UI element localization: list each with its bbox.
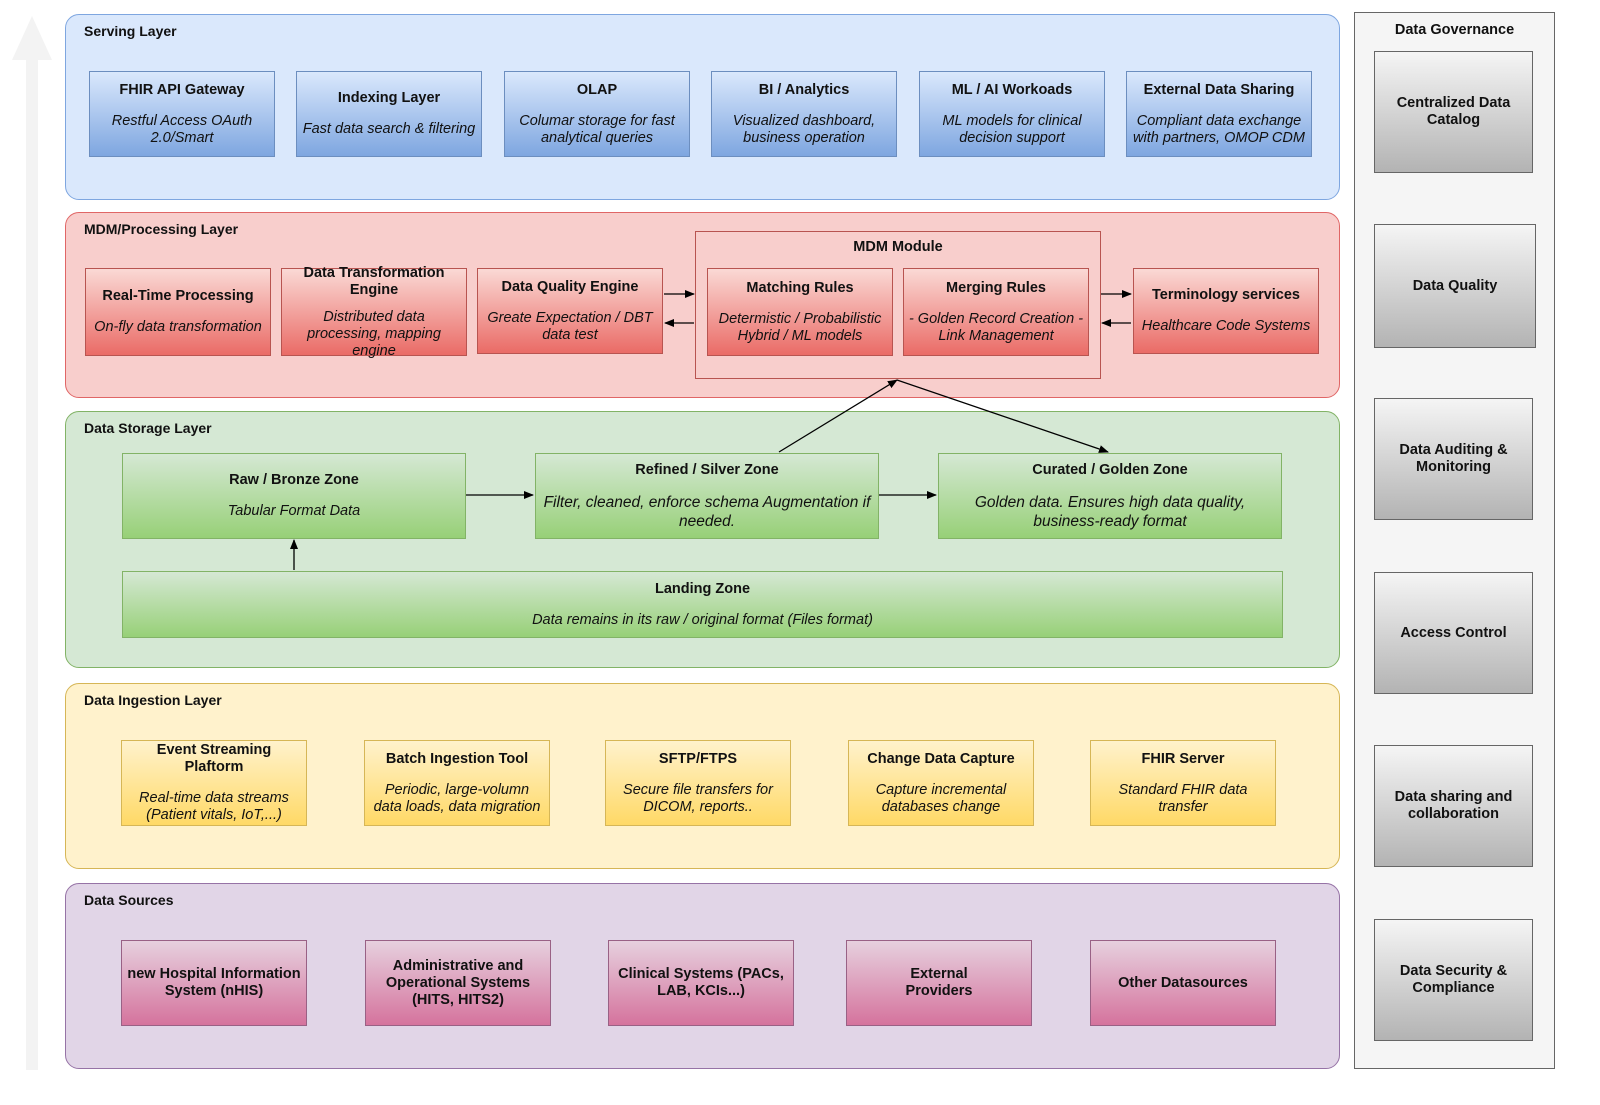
data-transformation-engine-box[interactable]: Data Transformation Engine Distributed d… (281, 264, 467, 359)
sftp-ftps-box[interactable]: SFTP/FTPS Secure file transfers for DICO… (605, 740, 791, 826)
matching-rules-box[interactable]: Matching Rules Determistic / Probabilist… (707, 268, 893, 356)
upward-flow-arrow (12, 16, 52, 1070)
box-description: Data remains in its raw / original forma… (532, 611, 873, 628)
batch-ingestion-tool-box[interactable]: Batch Ingestion Tool Periodic, large-vol… (364, 740, 550, 826)
box-title: Indexing Layer (337, 90, 441, 106)
data-security-compliance-box[interactable]: Data Security & Compliance (1374, 919, 1533, 1041)
box-description: Determistic / Probabilistic Hybrid / ML … (718, 310, 882, 344)
box-description: Compliant data exchange with partners, O… (1133, 112, 1305, 146)
layer-title: Data Storage Layer (84, 420, 212, 436)
box-description: Real-time data streams (Patient vitals, … (139, 790, 289, 823)
box-title: SFTP/FTPS (658, 750, 738, 767)
box-title: Curated / Golden Zone (1032, 461, 1188, 478)
box-description: Visualized dashboard, business operation (732, 112, 876, 146)
other-datasources-box[interactable]: Other Datasources (1090, 940, 1276, 1026)
box-description: Standard FHIR data transfer (1118, 781, 1248, 815)
box-description: Fast data search & filtering (302, 121, 476, 137)
box-title: Data Auditing & Monitoring (1399, 442, 1508, 475)
box-description: ML models for clinical decision support (942, 112, 1082, 146)
box-title: OLAP (576, 81, 618, 98)
bi-analytics-box[interactable]: BI / Analytics Visualized dashboard, bus… (711, 71, 897, 157)
real-time-processing-box[interactable]: Real-Time Processing On-fly data transfo… (85, 268, 271, 356)
box-description: Tabular Format Data (227, 503, 361, 519)
ml-ai-workloads-box[interactable]: ML / AI Workoads ML models for clinical … (919, 71, 1105, 157)
mdm-module-title: MDM Module (853, 239, 943, 255)
box-description: Distributed data processing, mapping eng… (307, 308, 441, 359)
administrative-systems-source-box[interactable]: Administrative and Operational Systems (… (365, 940, 551, 1026)
data-quality-engine-box[interactable]: Data Quality Engine Greate Expectation /… (477, 268, 663, 354)
box-title: Raw / Bronze Zone (229, 472, 359, 488)
layer-title: MDM/Processing Layer (84, 221, 239, 237)
box-description: Restful Access OAuth 2.0/Smart (111, 112, 253, 146)
refined-silver-zone-box[interactable]: Refined / Silver Zone Filter, cleaned, e… (535, 453, 879, 539)
box-description: Healthcare Code Systems (1141, 318, 1311, 334)
layer-title: Data Ingestion Layer (84, 692, 222, 708)
layer-title: Serving Layer (84, 23, 177, 39)
data-quality-governance-box[interactable]: Data Quality (1374, 224, 1536, 348)
box-title: FHIR Server (1141, 750, 1225, 767)
box-title: ML / AI Workoads (951, 81, 1073, 98)
box-title: Other Datasources (1118, 974, 1248, 991)
box-description: Columar storage for fast analytical quer… (519, 112, 675, 146)
box-title: Terminology services (1151, 287, 1301, 303)
merging-rules-box[interactable]: Merging Rules - Golden Record Creation -… (903, 268, 1089, 356)
box-title: External Data Sharing (1143, 81, 1295, 98)
box-description: Periodic, large-volumn data loads, data … (373, 781, 541, 815)
box-title: Real-Time Processing (102, 288, 254, 304)
box-title: BI / Analytics (758, 81, 850, 98)
box-title: FHIR API Gateway (119, 81, 245, 98)
fhir-server-box[interactable]: FHIR Server Standard FHIR data transfer (1090, 740, 1276, 826)
box-description: - Golden Record Creation - Link Manageme… (908, 310, 1084, 344)
nhis-source-box[interactable]: new Hospital Information System (nHIS) (121, 940, 307, 1026)
event-streaming-platform-box[interactable]: Event Streaming Plaftorm Real-time data … (121, 740, 307, 826)
box-description: Filter, cleaned, enforce schema Augmenta… (543, 493, 871, 530)
curated-golden-zone-box[interactable]: Curated / Golden Zone Golden data. Ensur… (938, 453, 1282, 539)
box-title: Data Quality Engine (501, 278, 639, 295)
box-title: Refined / Silver Zone (635, 461, 779, 478)
box-title: Landing Zone (654, 580, 751, 597)
box-title: Event Streaming Plaftorm (156, 742, 272, 775)
box-title: Data Security & Compliance (1399, 963, 1508, 996)
box-title: External Providers (905, 966, 973, 999)
box-title: Access Control (1400, 624, 1507, 641)
box-title: Data sharing and collaboration (1394, 789, 1513, 822)
layer-title: Data Sources (84, 892, 174, 908)
raw-bronze-zone-box[interactable]: Raw / Bronze Zone Tabular Format Data (122, 453, 466, 539)
indexing-layer-box[interactable]: Indexing Layer Fast data search & filter… (296, 71, 482, 157)
fhir-api-gateway-box[interactable]: FHIR API Gateway Restful Access OAuth 2.… (89, 71, 275, 157)
box-title: Batch Ingestion Tool (385, 750, 529, 767)
box-description: Capture incremental databases change (875, 781, 1007, 815)
data-auditing-monitoring-box[interactable]: Data Auditing & Monitoring (1374, 398, 1533, 520)
terminology-services-box[interactable]: Terminology services Healthcare Code Sys… (1133, 268, 1319, 354)
box-description: Greate Expectation / DBT data test (487, 309, 653, 343)
box-title: Matching Rules (746, 279, 854, 296)
data-governance-panel: Data Governance (1354, 12, 1555, 1069)
box-title: Clinical Systems (PACs, LAB, KCIs...) (618, 966, 784, 999)
access-control-box[interactable]: Access Control (1374, 572, 1533, 694)
centralized-data-catalog-box[interactable]: Centralized Data Catalog (1374, 51, 1533, 173)
external-providers-source-box[interactable]: External Providers (846, 940, 1032, 1026)
box-title: Change Data Capture (867, 750, 1015, 767)
box-title: Data Transformation Engine (303, 264, 445, 298)
box-title: new Hospital Information System (nHIS) (127, 966, 301, 999)
box-description: Golden data. Ensures high data quality, … (974, 493, 1246, 530)
data-sharing-collaboration-box[interactable]: Data sharing and collaboration (1374, 745, 1533, 867)
box-title: Merging Rules (946, 279, 1046, 296)
clinical-systems-source-box[interactable]: Clinical Systems (PACs, LAB, KCIs...) (608, 940, 794, 1026)
box-title: Data Quality (1412, 277, 1498, 294)
box-title: Administrative and Operational Systems (… (385, 957, 531, 1008)
governance-title: Data Governance (1394, 22, 1515, 38)
box-title: Centralized Data Catalog (1396, 95, 1511, 128)
landing-zone-box[interactable]: Landing Zone Data remains in its raw / o… (122, 571, 1283, 638)
change-data-capture-box[interactable]: Change Data Capture Capture incremental … (848, 740, 1034, 826)
olap-box[interactable]: OLAP Columar storage for fast analytical… (504, 71, 690, 157)
box-description: On-fly data transformation (94, 319, 262, 335)
box-description: Secure file transfers for DICOM, reports… (623, 781, 773, 815)
external-data-sharing-box[interactable]: External Data Sharing Compliant data exc… (1126, 71, 1312, 157)
